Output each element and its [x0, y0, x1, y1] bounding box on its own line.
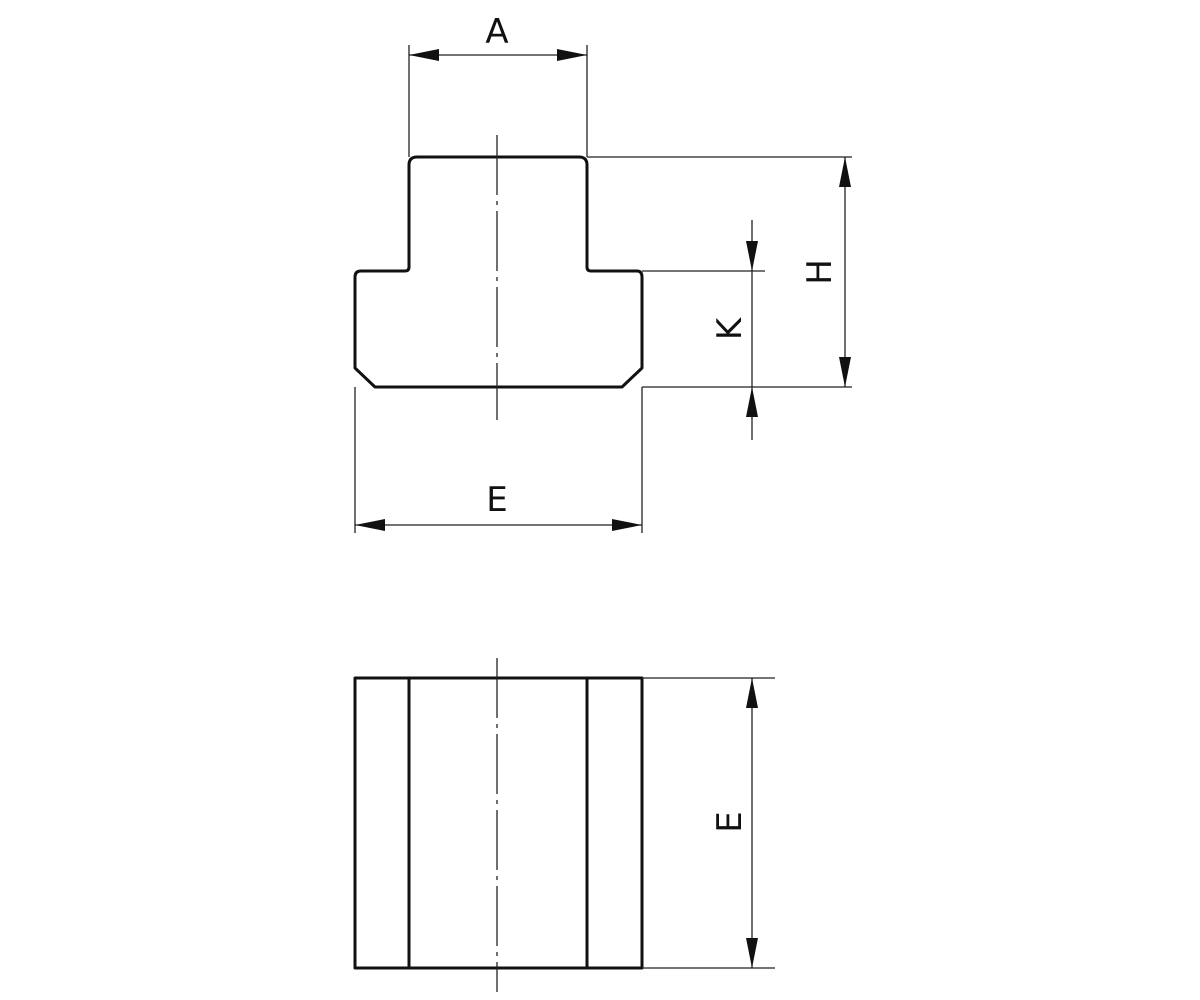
- bottom-view-outline: [353, 676, 644, 970]
- t-nut-profile-outline: [353, 155, 644, 389]
- dimension-a: A: [408, 12, 588, 157]
- dimension-label-e: E: [486, 480, 507, 520]
- dimension-e-side: E: [642, 677, 775, 969]
- dimension-label-a: A: [485, 12, 508, 52]
- bottom-view: E: [353, 658, 775, 992]
- front-view: A H K E: [353, 12, 852, 533]
- dimension-k: K: [642, 220, 765, 440]
- dimension-label-k: K: [710, 316, 750, 340]
- dimension-e-front: E: [354, 387, 643, 533]
- dimension-label-h: H: [800, 259, 840, 285]
- dimension-label-e: E: [710, 811, 750, 832]
